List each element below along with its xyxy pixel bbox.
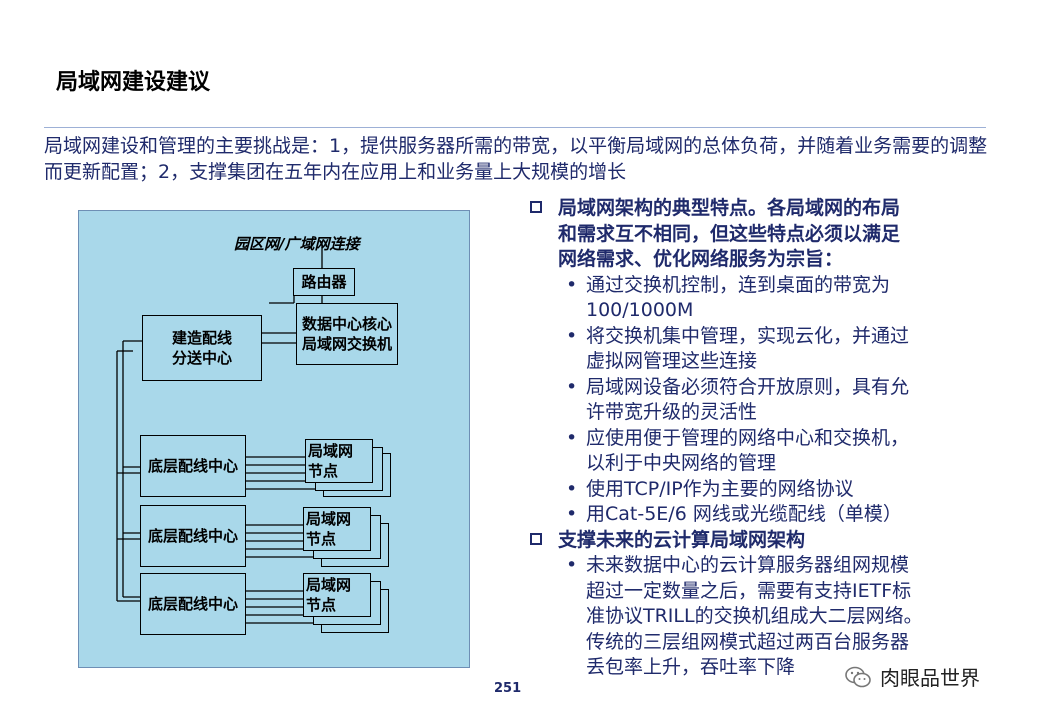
section1-heading-line: 局域网架构的典型特点。各局域网的布局 bbox=[558, 197, 901, 219]
bullet-text: 用Cat-5E/6 网线或光缆配线（单模） bbox=[586, 503, 902, 525]
bullet-dot-icon: • bbox=[566, 503, 578, 525]
watermark-text: 肉眼品世界 bbox=[880, 666, 980, 690]
node-card-front bbox=[305, 439, 373, 483]
bullet-text: 传统的三层组网模式超过两百台服务器 bbox=[586, 630, 910, 653]
bullet-text: 准协议TRILL的交换机组成大二层网络。 bbox=[586, 605, 923, 627]
lan-node-label: 局域网 节点 bbox=[306, 575, 351, 615]
router-label: 路由器 bbox=[301, 273, 347, 291]
bullet-text: 使用TCP/IP作为主要的网络协议 bbox=[586, 477, 854, 500]
core-switch-label-line1: 数据中心核心 bbox=[301, 315, 392, 333]
bullet-text: 通过交换机控制，连到桌面的带宽为 bbox=[586, 273, 891, 296]
bullet-dot-icon: • bbox=[566, 375, 578, 398]
bullet-text: 虚拟网管理这些连接 bbox=[586, 350, 758, 372]
floor-center-box: 底层配线中心 bbox=[140, 505, 246, 567]
watermark: 肉眼品世界 bbox=[844, 662, 980, 691]
bullet-dot-icon: • bbox=[566, 554, 578, 576]
bullet-text: 局域网设备必须符合开放原则，具有允 bbox=[586, 375, 910, 398]
campus-wan-link-label: 园区网/广域网连接 bbox=[234, 235, 360, 253]
intro-text: 局域网建设和管理的主要挑战是：1，提供服务器所需的带宽，以平衡局域网的总体负荷，… bbox=[44, 135, 988, 183]
bullet-dot-icon: • bbox=[566, 426, 578, 449]
bullet-item: • 将交换机集中管理，实现云化，并通过 虚拟网管理这些连接 bbox=[526, 324, 996, 375]
floor-center-label: 底层配线中心 bbox=[147, 527, 238, 545]
distribution-label-line1: 建造配线 bbox=[171, 329, 232, 347]
router-box: 路由器 bbox=[293, 268, 355, 296]
bullet-item: • 局域网设备必须符合开放原则，具有允 许带宽升级的灵活性 bbox=[526, 375, 996, 426]
lan-node-label: 局域网 节点 bbox=[308, 441, 353, 481]
floor-center-box: 底层配线中心 bbox=[140, 435, 246, 497]
bullet-dot-icon: • bbox=[566, 273, 578, 296]
core-switch-label-line2: 局域网交换机 bbox=[301, 335, 392, 353]
bullet-item: • 应使用便于管理的网络中心和交换机， 以利于中央网络的管理 bbox=[526, 426, 996, 477]
lan-node-label: 局域网 节点 bbox=[306, 509, 351, 549]
node-card-front bbox=[303, 573, 371, 617]
bullet-text: 100/1000M bbox=[586, 299, 694, 321]
floor-center-label: 底层配线中心 bbox=[147, 457, 238, 475]
page-number: 251 bbox=[494, 681, 522, 696]
bullet-text: 许带宽升级的灵活性 bbox=[586, 401, 758, 423]
bullet-item: • 用Cat-5E/6 网线或光缆配线（单模） bbox=[526, 502, 996, 528]
checkbox-bullet-icon bbox=[530, 201, 542, 213]
bullet-text: 将交换机集中管理，实现云化，并通过 bbox=[586, 324, 910, 347]
bullet-text: 应使用便于管理的网络中心和交换机， bbox=[586, 426, 910, 449]
title-divider bbox=[44, 127, 986, 128]
section1-heading-line: 和需求互不相同，但这些特点必须以满足 bbox=[558, 222, 901, 245]
distribution-label-line2: 分送中心 bbox=[171, 349, 232, 367]
floor-center-box: 底层配线中心 bbox=[140, 573, 246, 635]
lan-architecture-diagram: 园区网/广域网连接 路由器 数据中心核心 局域网交换机 建造配线 分送中心 底层… bbox=[78, 210, 470, 668]
wechat-icon bbox=[845, 666, 871, 687]
floor-center-label: 底层配线中心 bbox=[147, 595, 238, 613]
checkbox-bullet-icon bbox=[530, 532, 542, 545]
distribution-center-box: 建造配线 分送中心 bbox=[142, 315, 262, 381]
lan-node-label-line2: 节点 bbox=[306, 596, 337, 614]
section1-heading-line: 网络需求、优化网络服务为宗旨： bbox=[558, 248, 844, 270]
bullet-dot-icon: • bbox=[566, 324, 578, 347]
bullet-item: • 未来数据中心的云计算服务器组网规模 超过一定数量之后，需要有支持IETF标 … bbox=[526, 553, 996, 681]
lan-node-label-line2: 节点 bbox=[306, 530, 337, 548]
bullet-text: 未来数据中心的云计算服务器组网规模 bbox=[586, 554, 910, 576]
bullet-item: • 使用TCP/IP作为主要的网络协议 bbox=[526, 477, 996, 503]
slide-title: 局域网建设建议 bbox=[56, 70, 211, 95]
key-points-panel: 局域网架构的典型特点。各局域网的布局 和需求互不相同，但这些特点必须以满足 网络… bbox=[526, 196, 996, 681]
bullet-item: • 通过交换机控制，连到桌面的带宽为 100/1000M bbox=[526, 273, 996, 324]
bullet-text: 丢包率上升，吞吐率下降 bbox=[586, 656, 796, 678]
section1-heading: 局域网架构的典型特点。各局域网的布局 和需求互不相同，但这些特点必须以满足 网络… bbox=[526, 196, 996, 273]
section2-heading-line: 支撑未来的云计算局域网架构 bbox=[558, 528, 806, 551]
lan-node-label-line1: 局域网 bbox=[308, 442, 354, 460]
lan-node-label-line2: 节点 bbox=[308, 462, 339, 480]
lan-node-label-line1: 局域网 bbox=[306, 510, 352, 528]
core-switch-box: 数据中心核心 局域网交换机 bbox=[296, 303, 398, 365]
section2-heading: 支撑未来的云计算局域网架构 bbox=[526, 528, 996, 554]
node-card-front bbox=[303, 507, 371, 551]
bullet-text: 超过一定数量之后，需要有支持IETF标 bbox=[586, 579, 912, 602]
lan-node-label-line1: 局域网 bbox=[306, 576, 352, 594]
diagram-connectors bbox=[116, 241, 331, 624]
bullet-text: 以利于中央网络的管理 bbox=[586, 452, 777, 474]
bullet-dot-icon: • bbox=[566, 477, 578, 500]
